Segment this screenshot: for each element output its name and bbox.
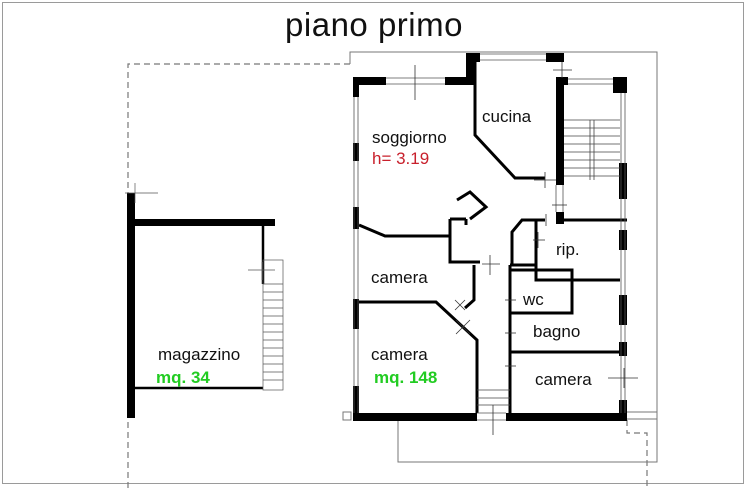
room-label-bagno: bagno xyxy=(533,322,581,341)
walls xyxy=(353,53,627,421)
room-label-rip: rip. xyxy=(556,240,580,259)
plan-title: piano primo xyxy=(285,6,463,43)
magazzino-walls xyxy=(127,193,275,418)
magazzino-stair xyxy=(125,183,284,391)
interior-walls xyxy=(358,62,627,413)
room-label-camera: camera xyxy=(535,370,592,389)
area-magazzino: mq. 34 xyxy=(156,368,210,387)
ceiling-height: h= 3.19 xyxy=(372,149,430,168)
room-label-camera: camera xyxy=(371,345,428,364)
area-main: mq. 148 xyxy=(374,368,438,387)
room-label-wc: wc xyxy=(523,290,544,309)
door-marks xyxy=(414,62,638,435)
room-label-cucina: cucina xyxy=(482,107,532,126)
staircase xyxy=(477,119,620,406)
building-outline xyxy=(342,51,658,463)
room-label-camera: camera xyxy=(371,268,428,287)
windows xyxy=(353,53,626,421)
room-label-soggiorno: soggiorno xyxy=(372,128,447,147)
drawing-frame xyxy=(2,2,744,484)
room-label-magazzino: magazzino xyxy=(158,345,241,364)
